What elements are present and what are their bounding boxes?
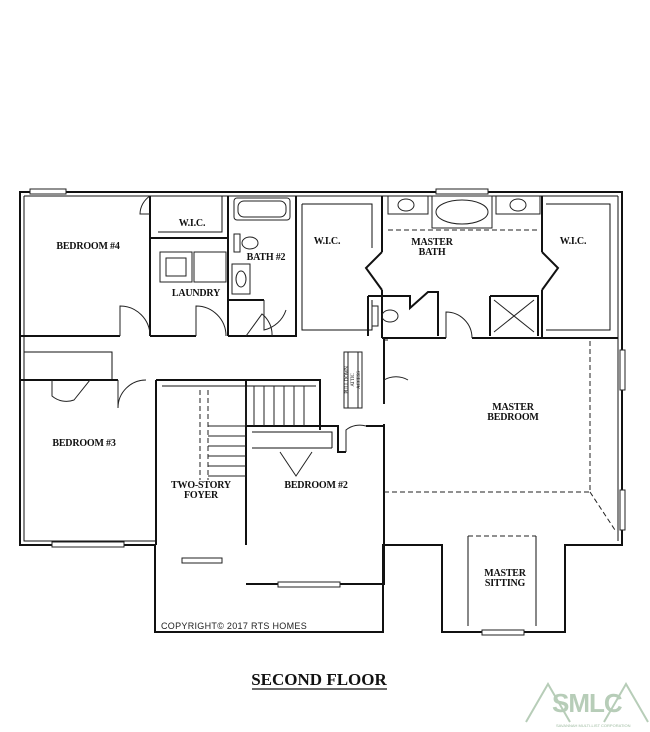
attic-access-label: PULL DOWN ATTIC ACCESS <box>345 366 362 394</box>
label-master-bath-line1: MASTER <box>411 237 454 248</box>
interior-walls <box>20 196 618 626</box>
label-wic-left: W.I.C. <box>314 236 341 247</box>
label-attic-line2: ATTIC <box>351 373 356 387</box>
dashed-lines <box>199 229 616 537</box>
label-bedroom-4: BEDROOM #4 <box>56 241 119 252</box>
label-wic-small: W.I.C. <box>179 218 206 229</box>
label-attic-line1: PULL DOWN <box>345 366 350 394</box>
label-master-bedroom-line2: BEDROOM <box>487 412 539 423</box>
windows <box>29 188 626 636</box>
label-foyer-line1: TWO-STORY <box>171 480 232 491</box>
label-bath-2: BATH #2 <box>247 252 286 263</box>
label-laundry: LAUNDRY <box>172 288 221 299</box>
doors <box>51 195 473 477</box>
logo-subtext: SAVANNAH MULTI-LIST CORPORATION <box>556 723 631 728</box>
label-master-bath-line2: BATH <box>419 247 446 258</box>
label-bedroom-3: BEDROOM #3 <box>52 438 115 449</box>
copyright-text: COPYRIGHT© 2017 RTS HOMES <box>161 621 307 631</box>
floor-title: SECOND FLOOR <box>251 670 387 689</box>
label-master-sitting-line2: SITTING <box>485 578 526 589</box>
label-attic-line3: ACCESS <box>357 371 362 389</box>
label-wic-right: W.I.C. <box>560 236 587 247</box>
logo-text: SMLC <box>552 688 623 718</box>
fixtures <box>159 195 560 409</box>
label-bedroom-2: BEDROOM #2 <box>284 480 347 491</box>
label-foyer-line2: FOYER <box>184 490 219 501</box>
label-master-sitting-line1: MASTER <box>484 568 527 579</box>
stairs <box>208 386 305 477</box>
smlc-logo: SMLC SAVANNAH MULTI-LIST CORPORATION <box>525 682 649 728</box>
label-master-bedroom-line1: MASTER <box>492 402 535 413</box>
